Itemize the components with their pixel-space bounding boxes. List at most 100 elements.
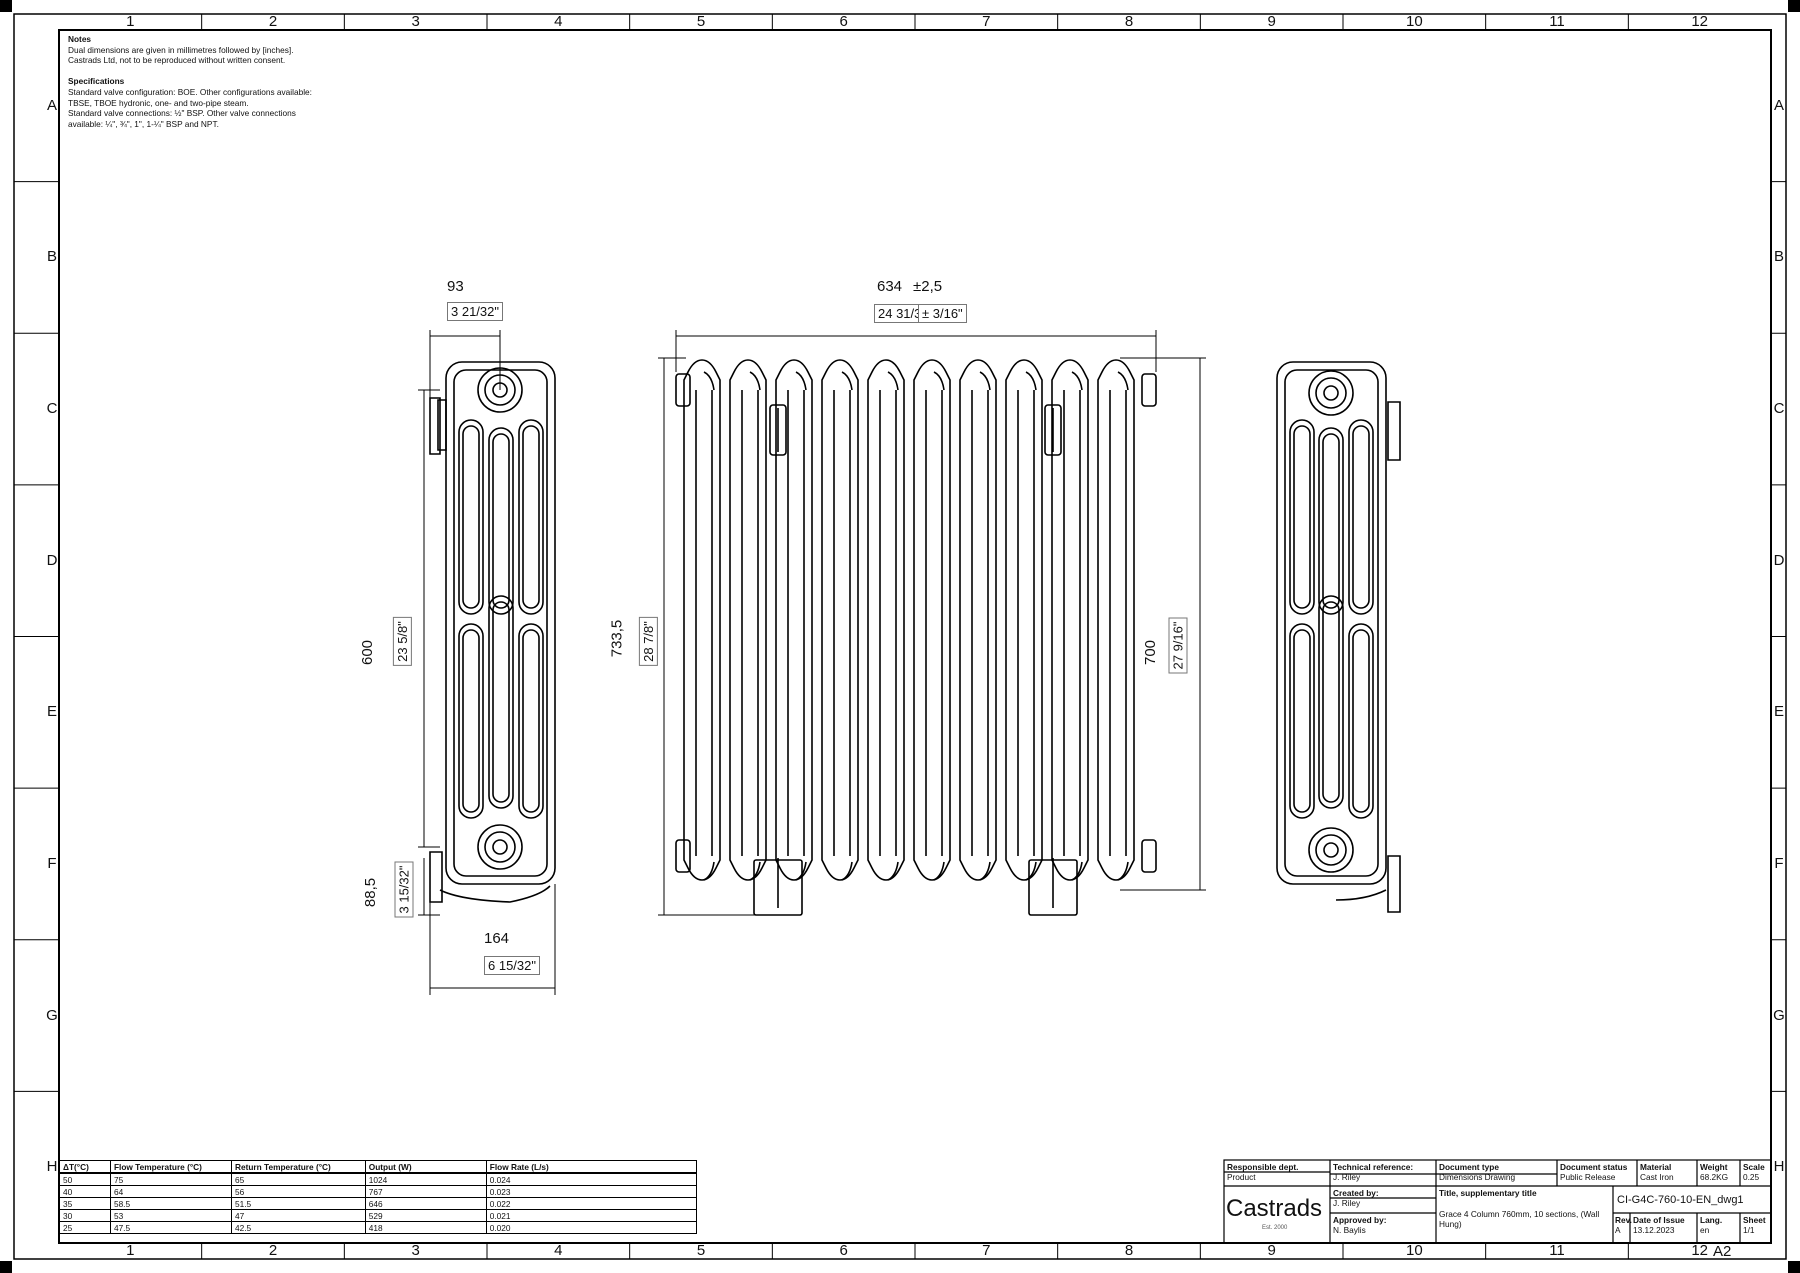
dim-wall-depth-in: 6 15/32" [484,956,540,975]
approved-by: N. Baylis [1333,1225,1366,1235]
radiator-section [959,359,997,881]
table-cell: 0.020 [485,1221,698,1234]
dim-width-in-tol: ± 3/16" [918,304,967,323]
zone-row-label: E [1773,703,1784,721]
table-cell: 42.5 [230,1221,366,1234]
table-cell: 1024 [364,1172,487,1186]
zone-column-label: 8 [1124,1242,1134,1259]
table-cell: 58.5 [109,1197,232,1210]
notes-heading: Notes [68,34,92,44]
dim-depth-mm: 93 [447,278,464,295]
table-cell: 53 [109,1209,232,1222]
table-cell: 35 [59,1197,111,1210]
table-cell: 64 [109,1185,232,1198]
material-label: Material [1640,1162,1672,1172]
dim-height-total-in: 28 7/8" [638,617,658,666]
flow-table-header: Return Temperature (°C) [230,1160,366,1174]
sheet-size: A2 [1713,1243,1732,1260]
spec-line: Standard valve connections: ½" BSP. Othe… [68,108,296,119]
table-cell: 30 [59,1209,111,1222]
dim-width-mm: 634 [877,278,903,295]
corner-mark [1788,0,1800,12]
table-cell: 47 [230,1209,366,1222]
zone-row-label: G [46,1006,58,1024]
zone-column-label: 1 [126,13,135,30]
radiator-section [775,359,813,881]
created-by-label: Created by: [1333,1188,1379,1198]
table-cell: 0.024 [485,1172,698,1186]
zone-column-label: 4 [554,13,563,30]
approved-by-label: Approved by: [1333,1215,1387,1225]
zone-column-label: 3 [411,1242,420,1259]
specifications-heading: Specifications [68,76,125,87]
rev-label: Rev. [1615,1215,1632,1225]
zone-column-label: 1 [126,1242,135,1259]
zone-row-label: A [46,96,57,114]
dim-wall-depth-mm: 164 [484,930,510,947]
title-label: Title, supplementary title [1439,1188,1537,1198]
date-of-issue: 13.12.2023 [1633,1225,1675,1235]
radiator-section [1097,359,1135,881]
lang: en [1700,1225,1710,1235]
zone-row-label: B [46,248,57,266]
zone-column-label: 11 [1549,13,1565,30]
zone-row-label: G [1773,1006,1785,1024]
flow-table-header: Flow Temperature (°C) [109,1160,232,1174]
tech-ref: J. Riley [1333,1172,1361,1182]
scale: 0.25 [1743,1172,1760,1182]
zone-column-label: 5 [696,1242,706,1259]
weight-label: Weight [1700,1162,1728,1172]
responsible-dept: Product [1227,1172,1256,1182]
radiator-section [821,359,859,881]
zone-column-label: 12 [1691,1242,1708,1259]
castrads-logo: Castrads [1226,1195,1323,1222]
weight: 68.2KG [1700,1172,1729,1182]
rev: A [1615,1225,1621,1235]
table-cell: 65 [230,1172,366,1186]
date-label: Date of Issue [1633,1215,1685,1225]
table-cell: 75 [109,1172,232,1186]
radiator-section [1005,359,1043,881]
dim-height-centers-in: 27 9/16" [1168,617,1188,674]
dim-bottom-in: 3 15/32" [394,861,414,918]
lang-label: Lang. [1700,1215,1723,1225]
zone-column-label: 2 [268,1242,278,1259]
logo-est: Est. 2000 [1262,1225,1288,1231]
doc-status: Public Release [1560,1172,1616,1182]
table-cell: 529 [364,1209,487,1222]
dimension-lines [418,330,1206,995]
drawing-title: Grace 4 Column 760mm, 10 sections, (Wall… [1439,1209,1600,1229]
flow-table-header: Output (W) [364,1160,487,1174]
tech-ref-label: Technical reference: [1333,1162,1414,1172]
zone-column-label: 10 [1405,1242,1423,1259]
dim-height-side-in: 23 5/8" [392,617,412,666]
table-cell: 0.022 [485,1197,698,1210]
table-cell: 0.023 [485,1185,698,1198]
responsible-dept-label: Responsible dept. [1227,1162,1299,1172]
zone-column-label: 12 [1691,13,1708,30]
zone-row-label: D [46,551,58,569]
zone-column-label: 6 [839,1242,848,1259]
zone-row-label: B [1773,248,1784,266]
scale-label: Scale [1743,1162,1765,1172]
spec-line: available: ¼", ¾", 1", 1-¼" BSP and NPT. [68,118,219,129]
zone-row-label: H [1773,1158,1785,1176]
notes-line: Castrads Ltd, not to be reproduced witho… [68,55,286,66]
zone-column-label: 9 [1267,13,1276,30]
zone-row-label: E [46,703,57,721]
table-cell: 0.021 [485,1209,698,1222]
table-cell: 25 [59,1221,111,1234]
zone-column-label: 9 [1267,1242,1276,1259]
side-view-right [1276,361,1401,913]
dim-height-total-mm: 733,5 [608,619,626,658]
radiator-section [913,359,951,881]
material: Cast Iron [1640,1172,1674,1182]
table-cell: 418 [364,1221,487,1234]
zone-column-label: 5 [696,13,706,30]
zone-column-label: 7 [982,13,991,30]
